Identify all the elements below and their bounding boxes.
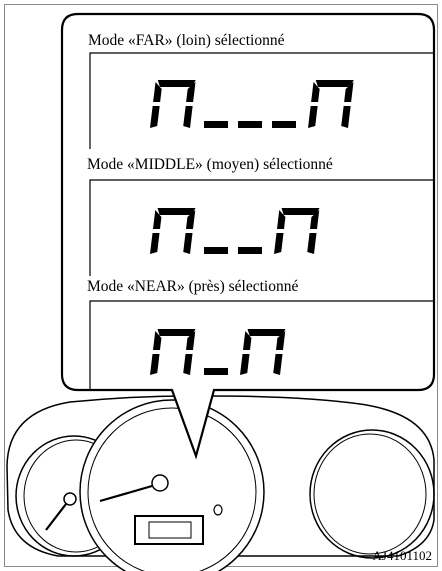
digit-right-right-upper <box>276 331 286 350</box>
center-gauge <box>79 399 265 571</box>
mode-panel-middle: Mode «MIDDLE» (moyen) sélectionné <box>87 156 434 276</box>
digit-left-left-lower <box>150 233 160 254</box>
digit-right-top <box>281 208 320 215</box>
digit-right-right-lower <box>307 233 317 254</box>
right-gauge <box>309 429 435 559</box>
digit-left-right-upper <box>186 331 196 350</box>
digit-right-left-lower <box>308 106 318 128</box>
digit-right-left-upper <box>277 210 286 229</box>
digit-left-right-lower <box>183 233 193 254</box>
digit-right-right-upper <box>310 210 320 229</box>
digit-right-right-upper <box>344 82 354 102</box>
segment-display-near <box>150 329 286 375</box>
mode-panel-near: Mode «NEAR» (près) sélectionné <box>87 278 434 390</box>
dash-1 <box>204 368 228 375</box>
cluster-housing <box>6 395 435 557</box>
digit-left-left-upper <box>153 82 162 102</box>
trip-knob <box>213 504 223 516</box>
dash-1 <box>204 121 228 128</box>
center-needle-hub <box>151 474 169 492</box>
digit-right-left-upper <box>311 82 320 102</box>
digit-right-right-lower <box>273 354 283 375</box>
dash-3 <box>272 121 296 128</box>
digit-left-top <box>157 329 196 336</box>
mode-middle-caption: Mode «MIDDLE» (moyen) sélectionné <box>87 156 333 173</box>
digit-left-right-upper <box>186 210 196 229</box>
digit-left-right-upper <box>186 82 196 102</box>
digit-left-right-lower <box>183 106 193 128</box>
digit-right-top <box>247 329 286 336</box>
digit-left-top <box>157 208 196 215</box>
left-needle <box>45 503 67 531</box>
digit-right-top <box>315 80 354 87</box>
digit-left-left-lower <box>150 354 160 375</box>
lcd-display <box>134 515 204 545</box>
center-needle <box>99 484 153 503</box>
digit-right-left-lower <box>240 354 250 375</box>
reference-code: AJ4101102 <box>373 548 432 563</box>
left-needle-hub <box>63 492 77 506</box>
digit-right-right-lower <box>341 106 351 128</box>
callout-bubble <box>60 12 436 460</box>
dash-1 <box>204 247 228 254</box>
digit-left-top <box>157 80 196 87</box>
digit-left-left-lower <box>150 106 160 128</box>
segment-display-far <box>150 80 354 128</box>
digit-right-left-upper <box>243 331 252 350</box>
instrument-cluster <box>6 395 435 571</box>
digit-left-left-upper <box>153 331 162 350</box>
dash-2 <box>238 121 262 128</box>
mode-panel-far: Mode «FAR» (loin) sélectionné <box>88 32 434 149</box>
mode-far-caption: Mode «FAR» (loin) sélectionné <box>88 32 285 49</box>
segment-display-middle <box>150 208 320 254</box>
digit-right-left-lower <box>274 233 284 254</box>
digit-left-left-upper <box>153 210 162 229</box>
dash-2 <box>238 247 262 254</box>
mode-near-caption: Mode «NEAR» (près) sélectionné <box>87 278 298 295</box>
digit-left-right-lower <box>183 354 193 375</box>
